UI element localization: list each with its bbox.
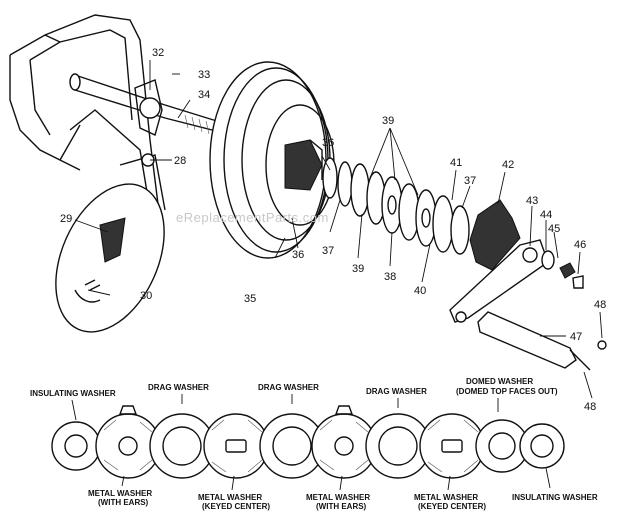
callout-35: 36 [292,249,304,261]
label-drag-washer-3: DRAG WASHER [366,387,427,396]
callout-32: 33 [198,69,210,81]
insulating-washer-1 [51,421,101,471]
label-metal-washer-keyed-2: METAL WASHER [414,493,478,502]
callout-43: 44 [540,209,552,221]
callout-40: 41 [450,157,462,169]
callout-31: 32 [152,47,164,59]
pulley-wheel [209,61,335,259]
callout-48: 48 [594,299,606,311]
insulating-washer-2 [519,423,565,469]
callout-45: 46 [574,239,586,251]
watermark: eReplacementParts.com [176,210,329,225]
callout-38: 39 [382,115,394,127]
label-with-ears-1: (WITH EARS) [98,498,149,507]
callout-30: 30 [140,290,152,302]
label-keyed-center-2: (KEYED CENTER) [418,502,486,511]
callout-39: 39 [352,263,364,275]
washer-stack [322,157,470,255]
star-knob [469,199,521,271]
label-keyed-center-1: (KEYED CENTER) [202,502,270,511]
label-insulating-washer-bottom: INSULATING WASHER [512,493,598,502]
callout-46: 47 [570,331,582,343]
label-domed-top-faces-out: (DOMED TOP FACES OUT) [456,387,558,396]
callout-39b: 40 [414,285,426,297]
callout-34: 35 [244,293,256,305]
axle-shaft [69,73,221,136]
callout-36b: 37 [464,175,476,187]
label-drag-washer-2: DRAG WASHER [258,383,319,392]
callout-47: 48 [584,401,596,413]
callout-44: 45 [548,223,560,235]
callout-28: 28 [174,155,186,167]
label-insulating-washer-top: INSULATING WASHER [30,389,116,398]
label-metal-washer-ears-1: METAL WASHER [88,489,152,498]
callout-29: 29 [60,213,72,225]
label-metal-washer-ears-2: METAL WASHER [306,493,370,502]
washer-sequence-legend: INSULATING WASHER DRAG WASHER DRAG WASHE… [30,377,598,511]
label-domed-washer: DOMED WASHER [466,377,533,386]
label-with-ears-2: (WITH EARS) [316,502,367,511]
crank-handle [449,239,607,371]
label-metal-washer-keyed-1: METAL WASHER [198,493,262,502]
callout-37: 37 [322,245,334,257]
callout-42: 43 [526,195,538,207]
callout-33: 34 [198,89,210,101]
callout-36: 36 [322,137,334,149]
label-drag-washer-1: DRAG WASHER [148,383,209,392]
leader-lines [74,60,603,399]
callout-41: 42 [502,159,514,171]
callout-numbers: 32 33 34 28 29 30 35 36 36 37 39 39 38 4… [60,47,606,413]
crank-plate [55,183,165,333]
callout-37b: 38 [384,271,396,283]
